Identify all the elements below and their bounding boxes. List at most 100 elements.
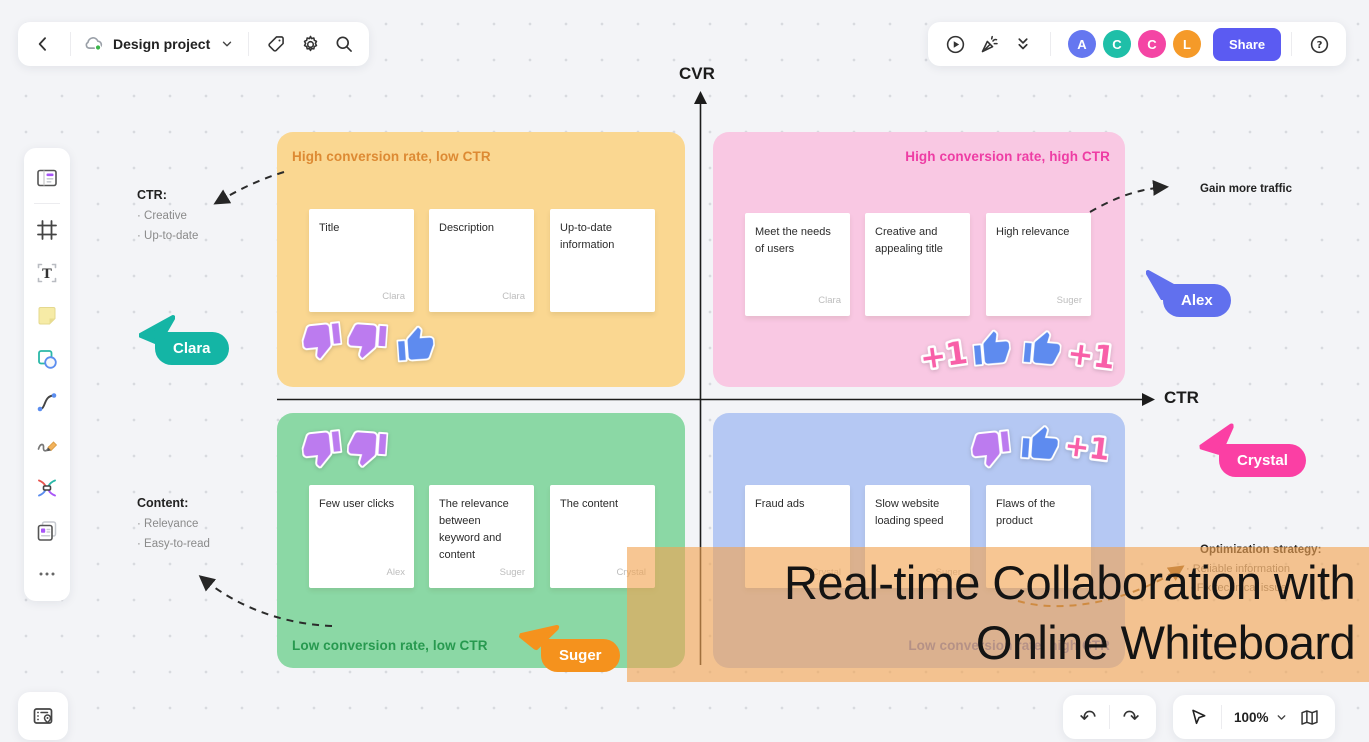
thumb-up-sticker[interactable] bbox=[1019, 424, 1061, 470]
ctr-note-title: CTR: bbox=[137, 188, 167, 202]
card-text: Fraud ads bbox=[755, 498, 805, 510]
sticky-note-tool-button[interactable] bbox=[29, 298, 65, 334]
quadrant-low-cvr-low-ctr[interactable]: Low conversion rate, low CTR Few user cl… bbox=[277, 413, 685, 668]
share-button[interactable]: Share bbox=[1213, 27, 1282, 61]
arrow-to-ctr-note bbox=[213, 171, 285, 205]
content-note-item: Easy-to-read bbox=[137, 538, 210, 550]
card-text: Up-to-date information bbox=[560, 222, 615, 252]
zoom-level[interactable]: 100% bbox=[1234, 709, 1269, 725]
divider bbox=[1109, 705, 1110, 729]
cloud-sync-icon bbox=[81, 27, 107, 61]
content-note[interactable]: Content: Relevance Easy-to-read bbox=[137, 496, 210, 550]
settings-gear-button[interactable] bbox=[293, 27, 327, 61]
ctr-note[interactable]: CTR: Creative Up-to-date bbox=[137, 188, 198, 242]
document-cards-tool-button[interactable] bbox=[29, 513, 65, 549]
sticky-card[interactable]: The relevance between keyword and conten… bbox=[429, 485, 534, 588]
divider bbox=[1221, 705, 1222, 729]
help-button[interactable]: ? bbox=[1302, 27, 1336, 61]
thumb-up-sticker[interactable] bbox=[396, 325, 437, 371]
more-tools-button[interactable] bbox=[29, 556, 65, 592]
divider bbox=[1050, 32, 1051, 56]
plus-one-sticker[interactable]: +1 bbox=[1060, 424, 1114, 474]
board-panel-icon bbox=[26, 699, 60, 733]
card-text: Few user clicks bbox=[319, 498, 395, 510]
back-button[interactable] bbox=[26, 27, 60, 61]
thumb-up-sticker[interactable] bbox=[971, 328, 1013, 374]
plus-one-sticker[interactable]: +1 bbox=[915, 331, 972, 384]
connector-tool-button[interactable] bbox=[29, 384, 65, 420]
left-toolbar: T bbox=[24, 148, 70, 601]
card-author: Suger bbox=[499, 567, 525, 579]
thumb-down-sticker[interactable] bbox=[300, 426, 344, 475]
search-button[interactable] bbox=[327, 27, 361, 61]
thumb-down-sticker[interactable] bbox=[300, 318, 344, 367]
card-text: High relevance bbox=[996, 226, 1070, 238]
board-panel-button[interactable] bbox=[18, 692, 68, 740]
avatar-a[interactable]: A bbox=[1068, 30, 1096, 58]
celebrate-button[interactable] bbox=[972, 27, 1006, 61]
content-note-item: Relevance bbox=[137, 518, 210, 530]
thumb-down-sticker[interactable] bbox=[345, 427, 389, 475]
thumb-up-sticker[interactable] bbox=[1021, 328, 1063, 374]
sticky-card[interactable]: Meet the needs of users Clara bbox=[745, 213, 850, 316]
clara-cursor-label: Clara bbox=[155, 332, 229, 365]
sticky-card[interactable]: Up-to-date information bbox=[550, 209, 655, 312]
template-tool-button[interactable] bbox=[29, 160, 65, 196]
minimap-button[interactable] bbox=[1293, 700, 1327, 734]
card-text: Flaws of the product bbox=[996, 498, 1056, 528]
undo-button[interactable]: ↶ bbox=[1079, 705, 1097, 729]
banner-line-2: Online Whiteboard bbox=[975, 616, 1356, 669]
card-author: Suger bbox=[1056, 295, 1082, 307]
sticky-card[interactable]: Creative and appealing title bbox=[865, 213, 970, 316]
sticky-card[interactable]: Few user clicks Alex bbox=[309, 485, 414, 588]
divider bbox=[1291, 32, 1293, 56]
ctr-axis-arrowhead bbox=[1142, 393, 1155, 406]
quadrant-high-cvr-low-ctr[interactable]: High conversion rate, low CTR Title Clar… bbox=[277, 132, 685, 387]
crystal-cursor-label: Crystal bbox=[1219, 444, 1306, 477]
svg-text:+1: +1 bbox=[1066, 335, 1117, 377]
document-title[interactable]: Design project bbox=[113, 36, 211, 52]
mindmap-tool-button[interactable] bbox=[29, 470, 65, 506]
gain-more-traffic-note[interactable]: Gain more traffic bbox=[1200, 183, 1293, 195]
quadrant-title: High conversion rate, high CTR bbox=[905, 149, 1110, 164]
present-play-button[interactable] bbox=[938, 27, 972, 61]
ctr-note-item: Creative bbox=[137, 210, 198, 222]
zoom-chevron-down-icon[interactable] bbox=[1271, 700, 1293, 734]
card-author: Clara bbox=[382, 291, 405, 303]
card-text: Title bbox=[319, 222, 340, 234]
avatar-l[interactable]: L bbox=[1173, 30, 1201, 58]
divider bbox=[70, 32, 71, 56]
tag-button[interactable] bbox=[259, 27, 293, 61]
sticky-card[interactable]: High relevance Suger bbox=[986, 213, 1091, 316]
card-text: Slow website loading speed bbox=[875, 498, 944, 528]
quadrant-high-cvr-high-ctr[interactable]: High conversion rate, high CTR Meet the … bbox=[713, 132, 1125, 387]
avatar-c1[interactable]: C bbox=[1103, 30, 1131, 58]
ctr-axis-label: CTR bbox=[1164, 388, 1199, 407]
thumb-down-sticker[interactable] bbox=[969, 426, 1013, 475]
quadrant-title: High conversion rate, low CTR bbox=[292, 149, 491, 164]
cvr-axis-arrowhead bbox=[694, 91, 707, 104]
title-chevron-down-icon[interactable] bbox=[216, 27, 238, 61]
svg-text:?: ? bbox=[1316, 40, 1322, 51]
cursor-tool-button[interactable] bbox=[1181, 700, 1215, 734]
plus-one-sticker[interactable]: +1 bbox=[1063, 331, 1120, 383]
text-tool-button[interactable]: T bbox=[29, 255, 65, 291]
shape-tool-button[interactable] bbox=[29, 341, 65, 377]
avatar-c2[interactable]: C bbox=[1138, 30, 1166, 58]
card-text: Creative and appealing title bbox=[875, 226, 943, 256]
suger-cursor-icon bbox=[515, 612, 560, 659]
suger-cursor-label: Suger bbox=[541, 639, 620, 672]
card-text: The relevance between keyword and conten… bbox=[439, 498, 509, 562]
frame-tool-button[interactable] bbox=[29, 212, 65, 248]
sticky-card[interactable]: Title Clara bbox=[309, 209, 414, 312]
thumb-down-sticker[interactable] bbox=[345, 319, 389, 367]
redo-button[interactable]: ↷ bbox=[1122, 705, 1140, 729]
top-right-toolbar: A C C L Share ? bbox=[928, 22, 1347, 66]
card-text: Meet the needs of users bbox=[755, 226, 831, 256]
pen-tool-button[interactable] bbox=[29, 427, 65, 463]
real-time-collaboration-banner: Real-time Collaboration with Online Whit… bbox=[627, 547, 1369, 682]
banner-line-1: Real-time Collaboration with bbox=[784, 556, 1356, 609]
sticky-card[interactable]: Description Clara bbox=[429, 209, 534, 312]
collapse-toolbar-button[interactable] bbox=[1006, 27, 1040, 61]
